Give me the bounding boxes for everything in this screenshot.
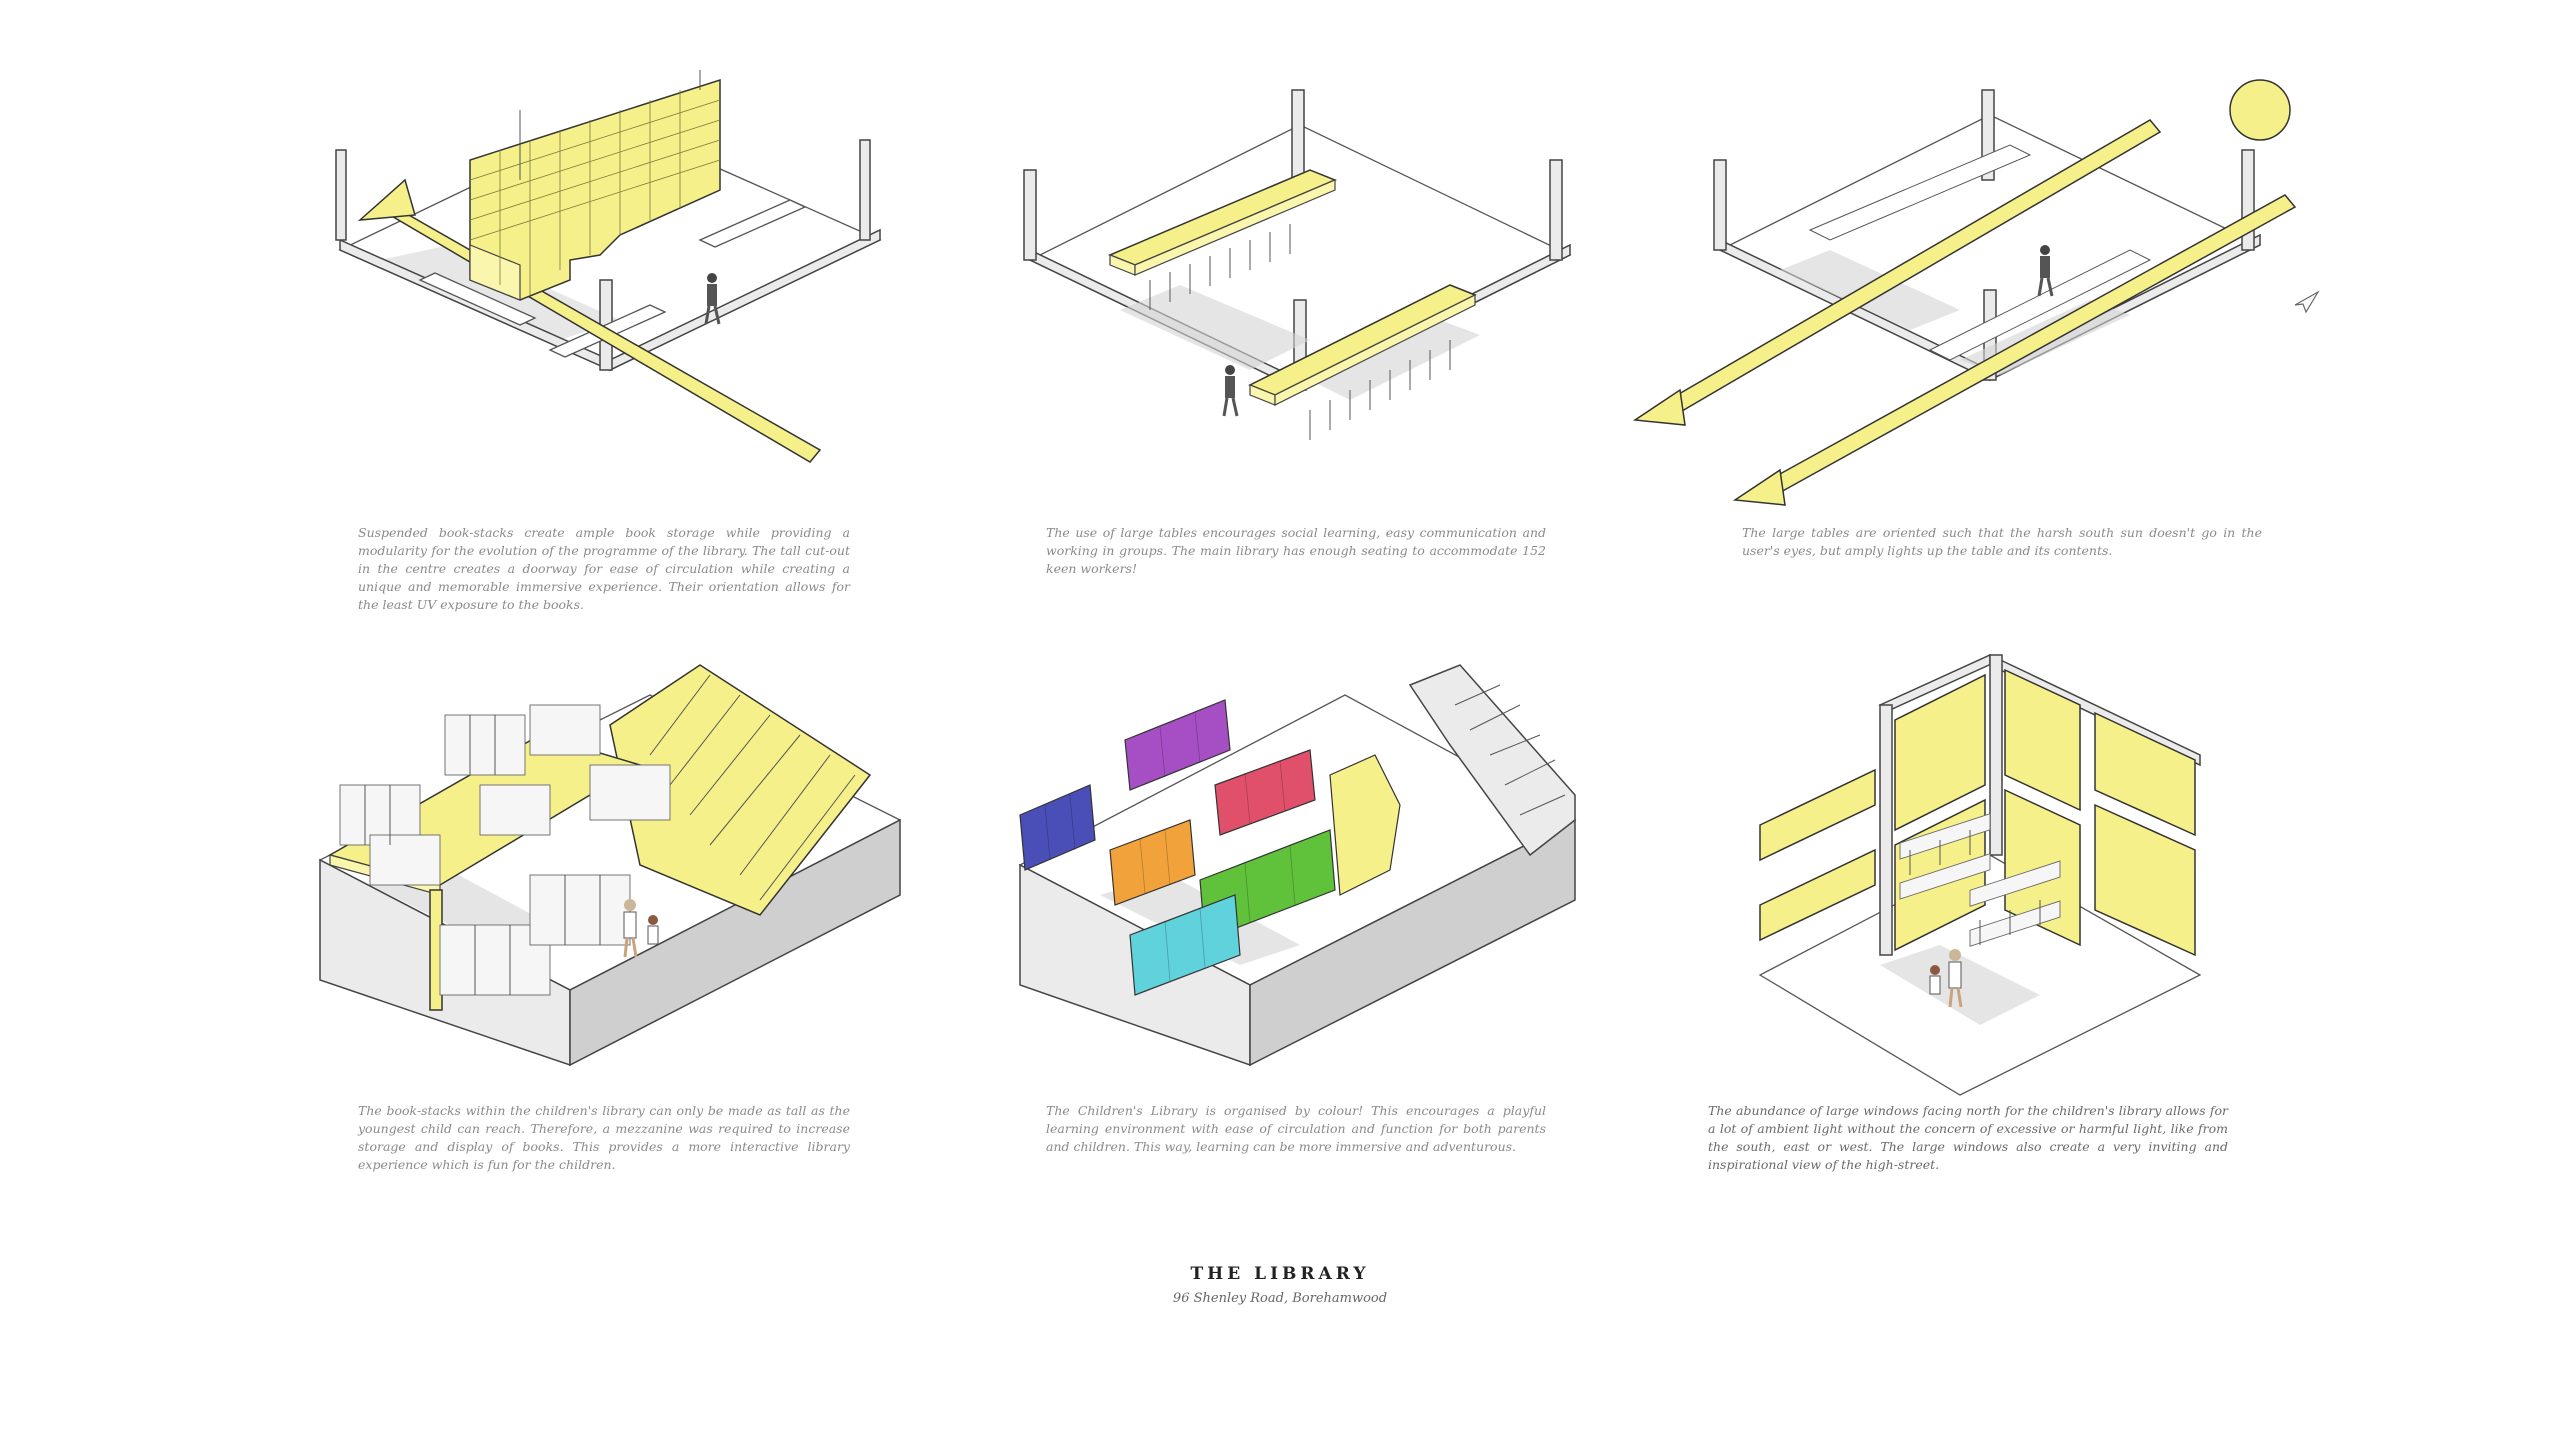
shelf-grid-lines: [1044, 712, 1296, 982]
suspended-bookstacks-illustration: [335, 70, 882, 463]
stool-row: [1149, 224, 1451, 440]
north-arrow-icon: [2294, 290, 2320, 314]
desk-rows: [1899, 813, 2061, 947]
person-figure: [1222, 365, 1239, 417]
shelf-dividers: [364, 715, 601, 995]
caption-suspended-bookstacks: Suspended book-stacks create ample book …: [358, 525, 850, 612]
person-figure: [2037, 245, 2054, 297]
large-tables-illustration: [1023, 89, 1572, 440]
diagram-colour-organised: [1000, 645, 1600, 1085]
sun-orientation-illustration: [1632, 79, 2320, 506]
shelf-yellow: [1329, 754, 1401, 896]
page-title: THE LIBRARY: [1190, 1264, 1370, 1284]
person-figure: [704, 273, 721, 325]
shelf-cyan: [1129, 894, 1241, 996]
shelf-orange: [1109, 819, 1196, 906]
north-windows-illustration: [1758, 653, 2202, 1096]
page-subtitle: 96 Shenley Road, Borehamwood: [1172, 1291, 1388, 1306]
sun-icon: [2229, 79, 2291, 141]
stair-treads: [1454, 684, 1566, 816]
table-outline: [1808, 144, 2152, 361]
parent-child-figures: [1929, 949, 1963, 1008]
diagram-large-tables: [1010, 80, 1590, 520]
desk-legs: [1909, 830, 2041, 945]
parent-child-figures: [623, 899, 659, 958]
stair-treads: [649, 674, 856, 901]
caption-large-tables: The use of large tables encourages socia…: [1046, 525, 1546, 576]
shelf-red: [1214, 749, 1316, 836]
caption-sun-orientation: The large tables are oriented such that …: [1742, 525, 2262, 558]
diagram-suspended-bookstacks: [320, 70, 900, 510]
diagram-sun-orientation: [1630, 70, 2320, 510]
shelf-blue: [1019, 784, 1096, 871]
caption-north-windows: The abundance of large windows facing no…: [1708, 1103, 2228, 1172]
shelf-purple: [1124, 699, 1231, 791]
diagram-north-windows: [1740, 645, 2220, 1105]
mezzanine-illustration: [318, 664, 902, 1067]
bookstack-grid: [469, 90, 721, 295]
diagram-mezzanine: [310, 645, 910, 1085]
upper-shelves: [339, 704, 671, 996]
caption-mezzanine: The book-stacks within the children's li…: [358, 1103, 850, 1172]
colour-organised-illustration: [1018, 664, 1577, 1067]
caption-colour-organised: The Children's Library is organised by c…: [1046, 1103, 1546, 1154]
